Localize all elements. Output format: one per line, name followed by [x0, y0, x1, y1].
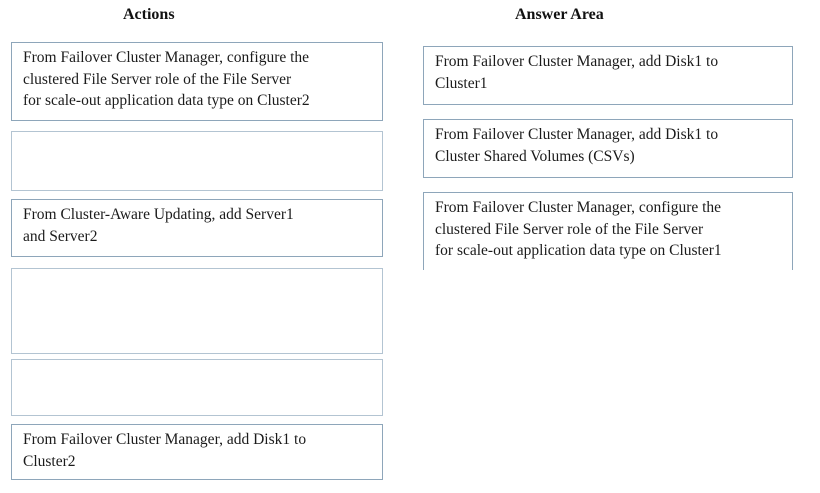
- action-slot-empty: [11, 359, 383, 416]
- action-slot-empty: [11, 131, 383, 191]
- action-item-add-disk1-cluster2[interactable]: From Failover Cluster Manager, add Disk1…: [11, 424, 383, 480]
- action-slot-empty: [11, 268, 383, 354]
- actions-heading: Actions: [123, 6, 175, 23]
- answer-item-configure-file-server-cluster1[interactable]: From Failover Cluster Manager, configure…: [423, 192, 793, 270]
- answer-area-heading: Answer Area: [515, 6, 604, 23]
- answer-item-add-disk1-csv[interactable]: From Failover Cluster Manager, add Disk1…: [423, 119, 793, 178]
- action-item-cau-add-servers[interactable]: From Cluster-Aware Updating, add Server1…: [11, 199, 383, 257]
- action-item-configure-file-server-cluster2[interactable]: From Failover Cluster Manager, configure…: [11, 42, 383, 121]
- answer-item-add-disk1-cluster1[interactable]: From Failover Cluster Manager, add Disk1…: [423, 46, 793, 105]
